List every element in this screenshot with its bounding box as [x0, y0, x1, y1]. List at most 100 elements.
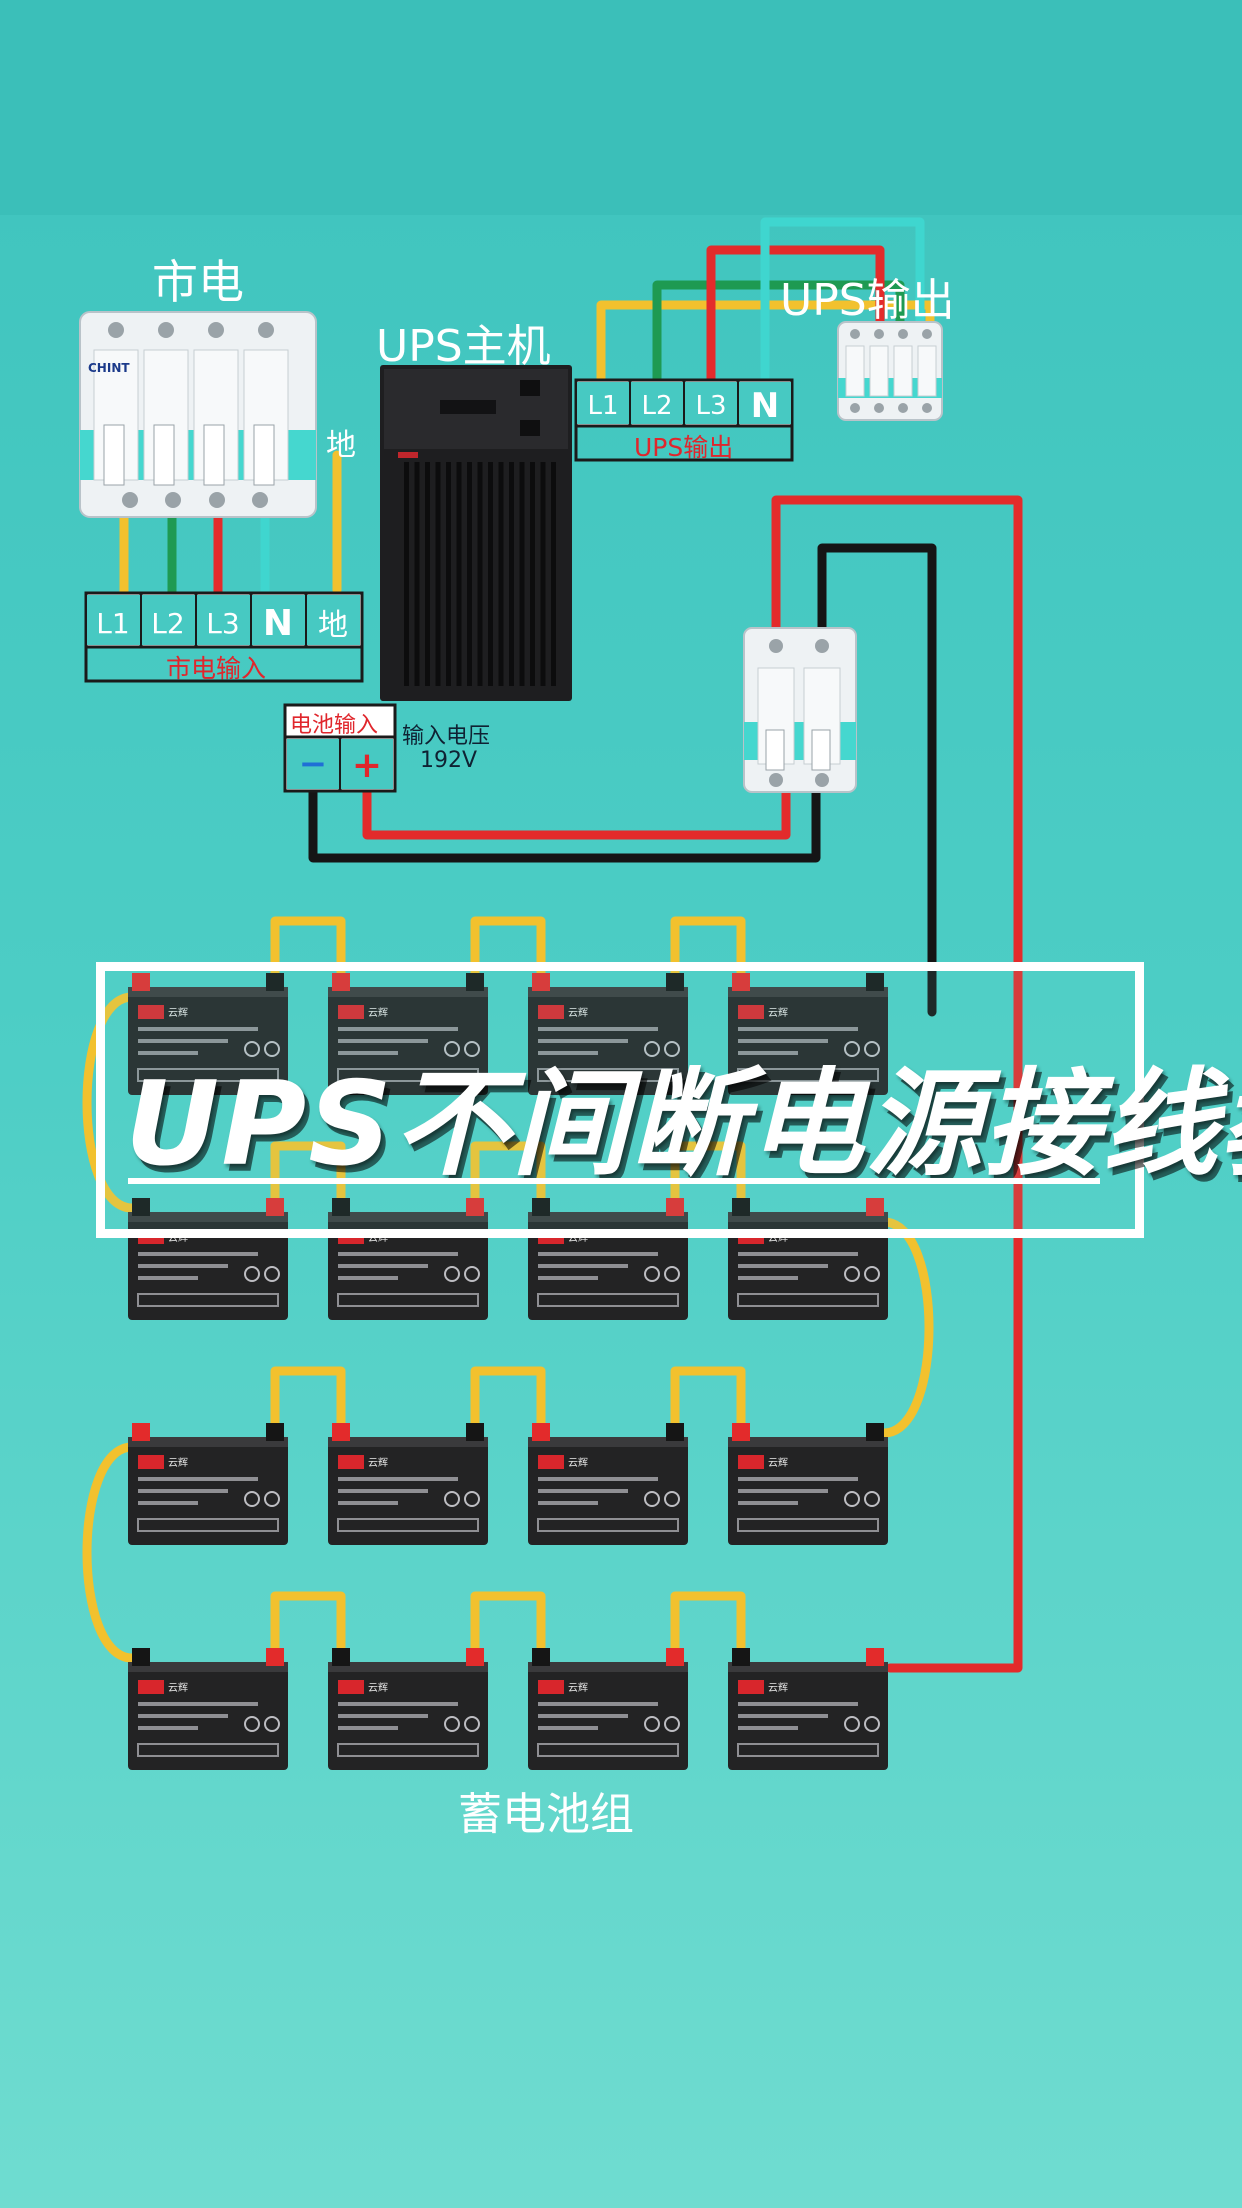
battery-warning-strip: [137, 1293, 279, 1307]
battery-link-wire: [270, 1591, 346, 1650]
battery-negative-terminal: [866, 973, 884, 991]
battery-lid: [528, 1212, 688, 1222]
battery-negative-terminal: [266, 1423, 284, 1441]
ups-host-vents: [404, 462, 556, 686]
battery-positive-terminal: [866, 1648, 884, 1666]
battery-negative-terminal: [332, 1198, 350, 1216]
battery-cert-icon: [664, 1041, 680, 1057]
battery-logo-icon: [138, 1680, 164, 1694]
battery-link-wire: [470, 1366, 546, 1425]
mains-label: 市电: [152, 255, 244, 309]
wire-battery-negative: [308, 786, 821, 863]
battery-cert-icon: [464, 1041, 480, 1057]
battery-link-wire: [670, 1591, 746, 1650]
battery-brand: 云辉: [768, 1457, 788, 1469]
title-frame: [96, 962, 1144, 1238]
output-terminal-l3: L3: [695, 391, 726, 421]
battery-recycle-icon: [644, 1266, 660, 1282]
battery-spec-line: [338, 1714, 428, 1718]
battery-input-label: 电池输入: [290, 713, 379, 738]
battery-spec-line: [338, 1027, 458, 1031]
battery-cert-icon: [464, 1716, 480, 1732]
ups-host-label: UPS主机: [376, 321, 551, 372]
battery-lid: [728, 1212, 888, 1222]
battery-recycle-icon: [644, 1491, 660, 1507]
battery-spec-line: [538, 1489, 628, 1493]
battery-recycle-icon: [844, 1041, 860, 1057]
mains-input-label: 市电输入: [166, 654, 267, 683]
battery-spec-line: [138, 1051, 198, 1055]
battery-negative-terminal: [866, 1423, 884, 1441]
battery-logo-icon: [538, 1005, 564, 1019]
vent-slot: [467, 462, 472, 686]
ground-wire-label: 地: [326, 428, 356, 463]
battery-link-wire: [270, 1366, 346, 1425]
battery: 云辉: [328, 987, 488, 1095]
battery-row-link: [879, 1217, 934, 1438]
battery-warning-strip: [737, 1518, 879, 1532]
vent-slot: [456, 462, 462, 686]
battery-warning-strip: [537, 1743, 679, 1757]
battery-brand: 云辉: [368, 1457, 388, 1469]
battery-lid: [728, 1437, 888, 1447]
battery-recycle-icon: [444, 1041, 460, 1057]
battery-lid: [528, 1662, 688, 1672]
battery-warning-strip: [337, 1518, 479, 1532]
battery-lid: [528, 1437, 688, 1447]
battery: 云辉: [128, 987, 288, 1095]
battery-negative-terminal: [466, 1423, 484, 1441]
battery-negative-terminal: [466, 973, 484, 991]
battery-cert-icon: [264, 1491, 280, 1507]
battery-spec-line: [338, 1051, 398, 1055]
battery-warning-strip: [337, 1068, 479, 1082]
battery-recycle-icon: [644, 1041, 660, 1057]
battery-positive-terminal: [332, 1423, 350, 1441]
battery-link-wire: [470, 1141, 546, 1200]
battery-link-wire: [270, 1141, 346, 1200]
battery-lid: [728, 987, 888, 997]
battery-spec-line: [538, 1726, 598, 1730]
battery-cert-icon: [264, 1266, 280, 1282]
battery: 云辉: [528, 1212, 688, 1320]
vent-slot: [488, 462, 493, 686]
mains-breaker-poles: [93, 322, 289, 508]
battery-cert-icon: [464, 1266, 480, 1282]
battery: 云辉: [328, 1662, 488, 1770]
battery-spec-line: [738, 1702, 858, 1706]
mains-terminal-l3: L3: [206, 607, 239, 640]
battery-negative-terminal: [132, 1198, 150, 1216]
battery-brand: 云辉: [368, 1007, 388, 1019]
battery-recycle-icon: [844, 1491, 860, 1507]
wire-bank-positive: [771, 495, 1023, 1673]
mains-breaker-brand: CHINT: [88, 361, 130, 375]
battery-positive-terminal: [732, 1423, 750, 1441]
battery-positive-terminal: [466, 1198, 484, 1216]
battery-brand: 云辉: [168, 1457, 188, 1469]
battery-logo-icon: [338, 1005, 364, 1019]
battery-negative-terminal: [132, 1648, 150, 1666]
battery-spec-line: [338, 1252, 458, 1256]
mains-terminal-l2: L2: [151, 607, 184, 640]
battery-link-wire: [270, 916, 346, 975]
battery-spec-line: [738, 1489, 828, 1493]
battery-lid: [128, 987, 288, 997]
output-terminal-n: N: [751, 386, 779, 426]
battery-brand: 云辉: [568, 1682, 588, 1694]
battery-spec-line: [138, 1027, 258, 1031]
wire-bank-negative: [817, 543, 937, 1017]
battery-spec-line: [738, 1276, 798, 1280]
battery-bank: 云辉云辉云辉云辉云辉云辉云辉云辉云辉云辉云辉云辉云辉云辉云辉云辉: [128, 973, 888, 1770]
battery-spec-line: [738, 1714, 828, 1718]
battery-lid: [128, 1212, 288, 1222]
battery-brand: 云辉: [168, 1682, 188, 1694]
ups-host-cabinet: [380, 365, 572, 701]
battery-brand: 云辉: [568, 1007, 588, 1019]
battery-spec-line: [738, 1501, 798, 1505]
battery-warning-strip: [137, 1068, 279, 1082]
battery-spec-line: [138, 1264, 228, 1268]
wire-out-l3: [706, 245, 885, 385]
battery-spec-line: [338, 1276, 398, 1280]
battery: 云辉: [728, 987, 888, 1095]
battery: 云辉: [528, 987, 688, 1095]
